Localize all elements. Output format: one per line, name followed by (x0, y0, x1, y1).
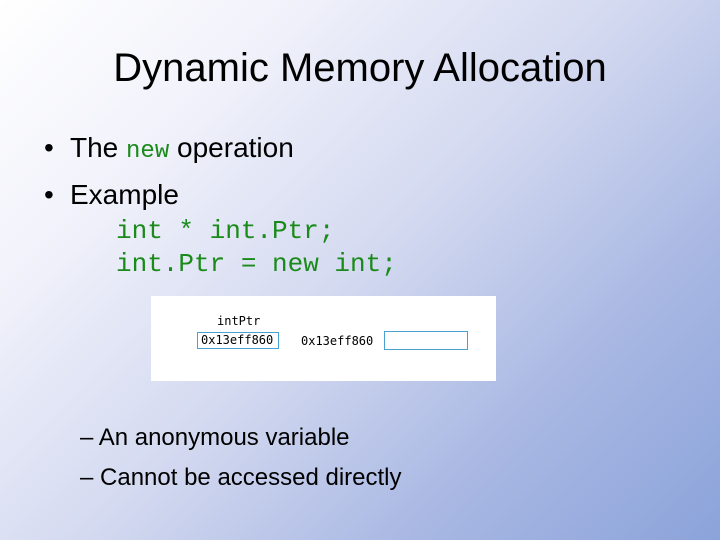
bullet-marker: • (44, 179, 54, 210)
bullet-text-after: operation (169, 132, 294, 163)
bullet-example: • Example (44, 178, 179, 212)
sub-bullet-not-accessible: – Cannot be accessed directly (80, 464, 402, 491)
memory-diagram: intPtr 0x13eff860 0x13eff860 (151, 296, 496, 381)
bullet-text-before: The (70, 132, 127, 163)
code-line-assignment: int.Ptr = new int; (116, 249, 397, 279)
bullet-text: Example (70, 179, 179, 210)
memory-address-label: 0x13eff860 (301, 334, 374, 348)
slide-title: Dynamic Memory Allocation (113, 46, 607, 90)
pointer-variable-box: 0x13eff860 (197, 332, 279, 349)
code-line-declaration: int * int.Ptr; (116, 216, 335, 246)
bullet-new-operation: • The new operation (44, 131, 294, 169)
inline-code-new: new (126, 138, 170, 165)
sub-bullet-anonymous: – An anonymous variable (80, 424, 350, 451)
variable-name-label: intPtr (217, 314, 261, 328)
anonymous-variable-box (384, 331, 468, 350)
bullet-marker: • (44, 132, 54, 163)
